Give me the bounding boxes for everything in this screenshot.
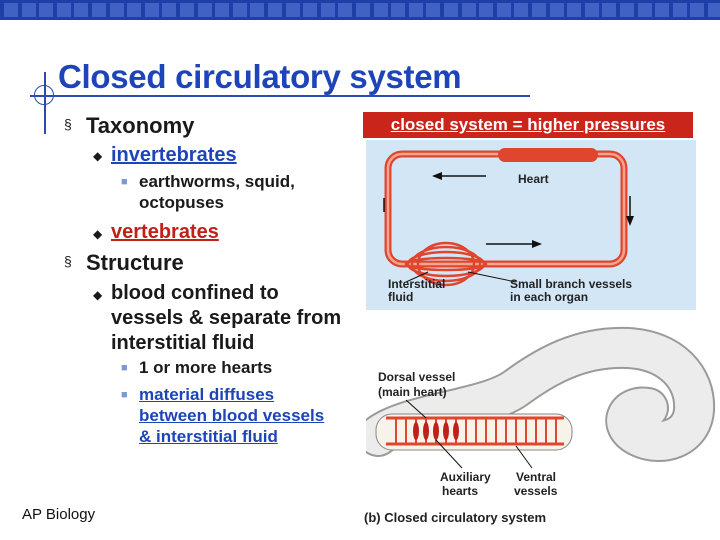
- leader-line: [405, 271, 429, 283]
- blood-line3: interstitial fluid: [111, 332, 255, 354]
- callout-text: closed system = higher pressures: [390, 115, 666, 134]
- crosshair-circle: [34, 85, 54, 105]
- auxiliary-hearts: [413, 422, 459, 440]
- ventral-label-line2: vessels: [514, 484, 558, 498]
- dorsal-label-line2: (main heart): [378, 385, 447, 399]
- banner-tile: [215, 3, 230, 17]
- bullet-taxonomy: Taxonomy: [86, 113, 195, 138]
- banner-tile: [127, 3, 142, 17]
- banner-tile: [338, 3, 353, 17]
- circulation-diagram: Heart Interstitial fluid Small branch ve…: [366, 140, 696, 310]
- banner-tile: [620, 3, 634, 17]
- blood-line2: vessels & separate from: [111, 307, 342, 329]
- banner-tile: [584, 3, 599, 17]
- blood-line1: blood confined to: [111, 282, 279, 304]
- bullet-diamond-icon: ◆: [93, 149, 103, 163]
- banner-tile: [320, 3, 335, 17]
- heart-shape: [498, 148, 598, 162]
- banner-tile: [74, 3, 89, 17]
- banner-tile: [514, 3, 529, 17]
- banner-tile: [391, 3, 406, 17]
- leader-line: [515, 445, 533, 469]
- diffuse-line1: material diffuses: [139, 385, 275, 404]
- interstitial-label-line1: Interstitial: [388, 277, 445, 291]
- branch-label-line2: in each organ: [510, 290, 588, 304]
- callout-banner: closed system = higher pressures: [363, 112, 693, 138]
- banner-tile: [637, 3, 652, 17]
- banner-tile: [109, 3, 124, 17]
- bullet-structure: Structure: [86, 250, 184, 275]
- worm-body: [366, 328, 714, 460]
- banner-tile: [250, 3, 265, 17]
- banner-tile: [162, 3, 177, 17]
- banner-tile: [672, 3, 687, 17]
- banner-tile: [144, 3, 159, 17]
- arrow-head-icon: [532, 240, 542, 248]
- banner-tile: [373, 3, 388, 17]
- banner-tile: [655, 3, 670, 17]
- bullet-vertebrates: vertebrates: [111, 221, 219, 243]
- vessel-loop-highlight: [386, 152, 626, 266]
- bullet-small-square-icon: ■: [121, 176, 128, 188]
- capillary-bed: [404, 241, 488, 287]
- top-banner: [0, 0, 720, 20]
- earthworm-diagram: Dorsal vessel (main heart) Auxiliary hea…: [366, 326, 716, 498]
- leader-line: [405, 399, 427, 419]
- banner-tile: [567, 3, 582, 17]
- banner-tile: [602, 3, 617, 17]
- banner-tile: [461, 3, 476, 17]
- vessel-loop: [384, 150, 628, 268]
- banner-tile: [303, 3, 318, 17]
- banner-tile: [39, 3, 54, 17]
- ventral-label-line1: Ventral: [516, 470, 556, 484]
- banner-tile: [268, 3, 282, 17]
- banner-tile: [4, 3, 18, 17]
- arrow-head-icon: [626, 216, 634, 226]
- bullet-square-icon: §: [64, 116, 72, 132]
- banner-tile: [56, 3, 71, 17]
- banner-tile: [479, 3, 494, 17]
- bullet-small-square-icon: ■: [121, 389, 128, 401]
- heart-label: Heart: [518, 172, 549, 186]
- diffuse-line2: between blood vessels: [139, 406, 325, 425]
- interstitial-label-line2: fluid: [388, 290, 413, 304]
- hearts-bullet: 1 or more hearts: [139, 358, 273, 377]
- banner-tile: [21, 3, 36, 17]
- banner-tile: [232, 3, 247, 17]
- banner-tile: [549, 3, 564, 17]
- banner-tile: [197, 3, 212, 17]
- invertebrates-examples-line2: octopuses: [139, 193, 225, 212]
- branch-label-line1: Small branch vessels: [510, 277, 632, 291]
- banner-tile: [496, 3, 511, 17]
- banner-tile: [532, 3, 546, 17]
- banner-tile: [408, 3, 423, 17]
- bullet-diamond-icon: ◆: [93, 288, 103, 302]
- arrow-head-icon: [432, 172, 442, 180]
- bullet-square-icon: §: [64, 253, 72, 269]
- bullet-diamond-icon: ◆: [93, 227, 103, 241]
- auxiliary-label-line1: Auxiliary: [440, 470, 491, 484]
- leader-line: [467, 271, 517, 283]
- slide-title: Closed circulatory system: [58, 58, 462, 95]
- banner-tile: [180, 3, 194, 17]
- banner-tile: [444, 3, 458, 17]
- banner-tile: [356, 3, 370, 17]
- footer-label: AP Biology: [22, 506, 96, 523]
- bullet-small-square-icon: ■: [121, 362, 128, 374]
- banner-tile: [708, 3, 720, 17]
- figure-caption: (b) Closed circulatory system: [364, 510, 547, 525]
- diffuse-line3: & interstitial fluid: [139, 427, 278, 446]
- dorsal-label-line1: Dorsal vessel: [378, 370, 455, 384]
- title-underline: [30, 95, 530, 97]
- circulation-diagram-svg: Heart Interstitial fluid Small branch ve…: [383, 148, 634, 304]
- banner-tile: [285, 3, 300, 17]
- banner-tile: [690, 3, 705, 17]
- leader-line: [435, 439, 463, 469]
- bullet-invertebrates: invertebrates: [111, 144, 237, 166]
- invertebrates-examples-line1: earthworms, squid,: [139, 172, 295, 191]
- banner-tile: [426, 3, 441, 17]
- banner-tile: [92, 3, 106, 17]
- auxiliary-label-line2: hearts: [442, 484, 478, 498]
